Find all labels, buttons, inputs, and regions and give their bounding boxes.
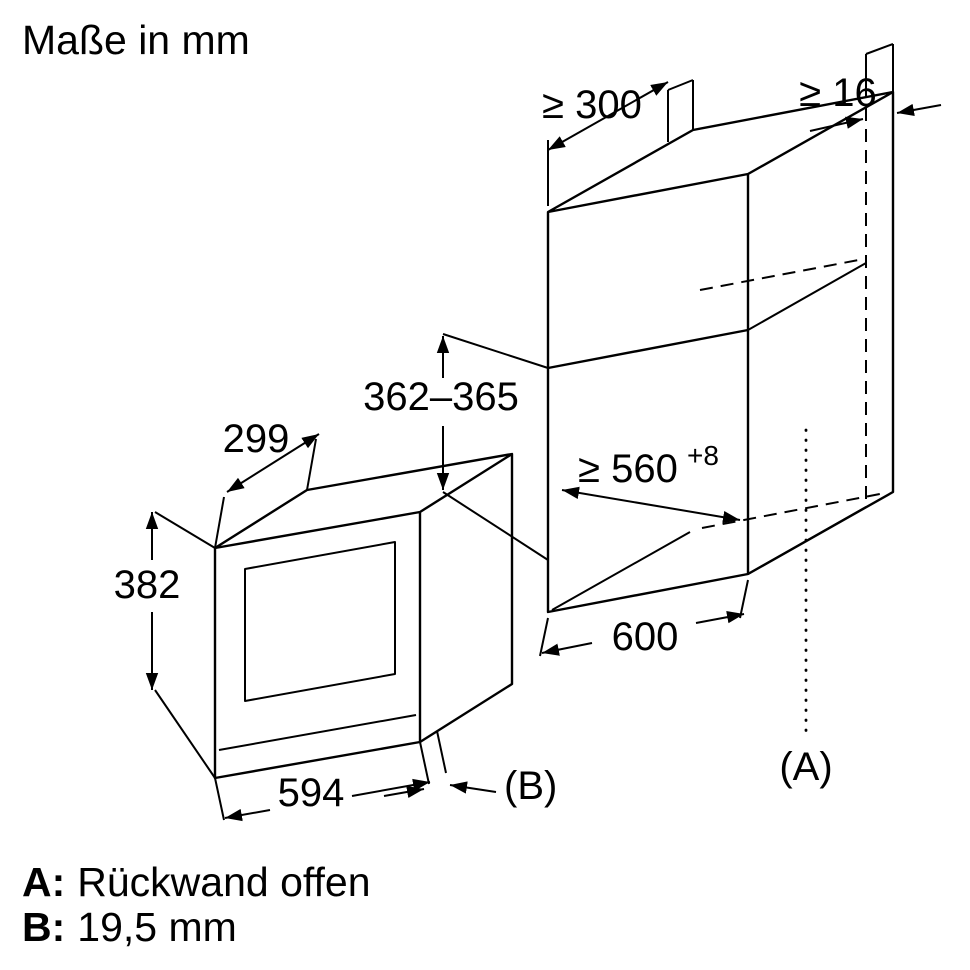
dimension-label-362-365: 362–365 xyxy=(363,375,519,419)
legend-value-b: 19,5 mm xyxy=(77,904,237,950)
dimension-line xyxy=(547,81,669,151)
microwave-drawing xyxy=(213,452,514,780)
dimension-line-left xyxy=(541,642,593,656)
cabinet-outline xyxy=(546,90,895,614)
dimension-label-382: 382 xyxy=(114,563,181,607)
gap-tick-lines xyxy=(419,730,447,785)
legend-key-b: B: xyxy=(22,904,65,950)
arrow-left xyxy=(383,785,425,799)
dimension-line-left xyxy=(224,808,271,822)
microwave-base-line xyxy=(218,714,417,751)
dimension-label-600: 600 xyxy=(612,615,679,659)
dimension-line xyxy=(226,433,320,493)
extension-lines xyxy=(442,333,549,561)
dimension-line xyxy=(561,486,741,524)
side-panel-tabs xyxy=(667,43,894,142)
dimension-clearance-top: ≥ 300 xyxy=(542,81,669,206)
dimension-label-16: ≥ 16 xyxy=(799,71,877,115)
legend: A: Rückwand offen B: 19,5 mm xyxy=(22,859,371,950)
dimension-line-right xyxy=(351,778,431,797)
microwave-body-outline xyxy=(213,452,514,780)
niche-interior-edges xyxy=(551,262,867,611)
dimension-label-300: ≥ 300 xyxy=(542,83,642,127)
dimension-line-right xyxy=(695,611,745,624)
page-title: Maße in mm xyxy=(22,17,250,63)
dimension-niche-width: ≥ 560 +8 xyxy=(561,440,741,524)
arrow-right xyxy=(896,103,942,117)
extension-line xyxy=(214,777,225,821)
microwave-door-window xyxy=(244,541,396,702)
hidden-interior-edges xyxy=(699,108,881,529)
cabinet-dimensions: ≥ 300 ≥ 16 362–365 ≥ 560 +8 600 xyxy=(363,71,942,789)
dimension-label-a: (A) xyxy=(779,745,832,789)
legend-value-a: Rückwand offen xyxy=(77,859,370,905)
dimension-label-299: 299 xyxy=(223,417,290,461)
dimension-label-b: (B) xyxy=(504,764,557,808)
legend-row-b: B: 19,5 mm xyxy=(22,904,237,950)
arrow-right xyxy=(449,781,497,794)
dimension-side-panel: ≥ 16 xyxy=(799,71,942,132)
dimension-appliance-height: 382 xyxy=(114,511,216,779)
dimension-appliance-depth: 299 xyxy=(214,417,320,549)
legend-row-a: A: Rückwand offen xyxy=(22,859,371,905)
legend-key-a: A: xyxy=(22,859,65,905)
dimension-cabinet-width: 600 xyxy=(539,579,749,659)
dimension-label-560: ≥ 560 xyxy=(578,447,678,491)
dimension-appliance-width: 594 xyxy=(214,771,431,822)
arrow-left xyxy=(809,116,864,132)
dimension-niche-height: 362–365 xyxy=(363,333,549,561)
niche-top-edge xyxy=(547,328,749,370)
dimension-door-protrusion-b: (B) xyxy=(383,730,557,808)
extension-lines xyxy=(154,511,216,779)
reference-open-back-wall: (A) xyxy=(779,428,833,789)
dimension-label-560-tolerance: +8 xyxy=(687,440,719,471)
microwave-dimensions: 299 382 594 (B) xyxy=(114,417,557,822)
dimension-label-594: 594 xyxy=(278,771,345,815)
cabinet-drawing xyxy=(546,43,895,614)
